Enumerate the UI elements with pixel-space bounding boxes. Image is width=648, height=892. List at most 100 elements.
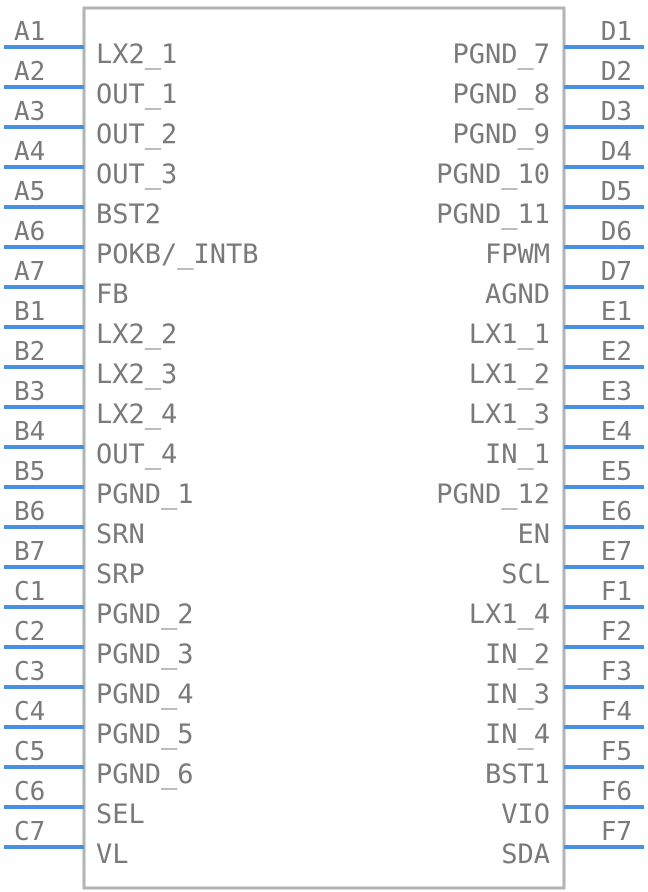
pin-number-label: E2: [601, 337, 632, 367]
pin-name-lx2-3: LX2_3: [96, 359, 177, 390]
pin-number-label: C7: [14, 817, 45, 847]
pin-name-lx1-2: LX1_2: [469, 359, 550, 390]
pin-name-bst1: BST1: [485, 759, 550, 790]
pin-number-label: A1: [14, 17, 45, 47]
pin-number-label: F3: [601, 657, 632, 687]
pin-number-label: D2: [601, 57, 632, 87]
pin-number-label: B4: [14, 417, 45, 447]
pin-number-label: A3: [14, 97, 45, 127]
pin-name-pgnd-7: PGND_7: [452, 39, 550, 70]
pin-name-srp: SRP: [96, 559, 145, 590]
pin-number-label: C3: [14, 657, 45, 687]
pin-number-label: D6: [601, 217, 632, 247]
pin-number-label: F4: [601, 697, 632, 727]
pin-number-label: C6: [14, 777, 45, 807]
pin-number-label: C2: [14, 617, 45, 647]
right-pin-group: D1PGND_7D2PGND_8D3PGND_9D4PGND_10D5PGND_…: [436, 17, 644, 870]
pin-name-in-1: IN_1: [485, 439, 550, 470]
pin-name-lx1-3: LX1_3: [469, 399, 550, 430]
pin-name-lx1-4: LX1_4: [469, 599, 550, 630]
pin-number-label: D1: [601, 17, 632, 47]
pin-number-label: B1: [14, 297, 45, 327]
pin-number-label: D3: [601, 97, 632, 127]
pin-name-sel: SEL: [96, 799, 145, 830]
pin-number-label: F5: [601, 737, 632, 767]
pin-name-vio: VIO: [501, 799, 550, 830]
pin-number-label: F6: [601, 777, 632, 807]
pin-name-pgnd-1: PGND_1: [96, 479, 194, 510]
component-body: [82, 6, 566, 890]
pin-name-out-2: OUT_2: [96, 119, 177, 150]
pin-number-label: B7: [14, 537, 45, 567]
pin-name-pgnd-2: PGND_2: [96, 599, 194, 630]
pin-number-label: A6: [14, 217, 45, 247]
pin-number-label: D4: [601, 137, 632, 167]
pin-name-sda: SDA: [501, 839, 550, 870]
pin-name-out-3: OUT_3: [96, 159, 177, 190]
pin-number-label: C4: [14, 697, 45, 727]
pin-name-srn: SRN: [96, 519, 145, 550]
pin-name-scl: SCL: [501, 559, 550, 590]
pin-number-label: B6: [14, 497, 45, 527]
pin-name-in-2: IN_2: [485, 639, 550, 670]
pin-number-label: C1: [14, 577, 45, 607]
pin-name-bst2: BST2: [96, 199, 161, 230]
pin-name-vl: VL: [96, 839, 129, 870]
pin-name-in-4: IN_4: [485, 719, 550, 750]
pin-number-label: E1: [601, 297, 632, 327]
pin-name-en: EN: [517, 519, 550, 550]
pin-name-pgnd-3: PGND_3: [96, 639, 194, 670]
pin-number-label: F7: [601, 817, 632, 847]
pin-number-label: E4: [601, 417, 632, 447]
pin-name-fpwm: FPWM: [485, 239, 550, 270]
pin-name-lx1-1: LX1_1: [469, 319, 550, 350]
pin-number-label: F2: [601, 617, 632, 647]
pin-name-lx2-4: LX2_4: [96, 399, 177, 430]
pin-number-label: A7: [14, 257, 45, 287]
pin-name-in-3: IN_3: [485, 679, 550, 710]
pin-name-lx2-2: LX2_2: [96, 319, 177, 350]
pin-number-label: A2: [14, 57, 45, 87]
pin-number-label: E6: [601, 497, 632, 527]
pin-number-label: E3: [601, 377, 632, 407]
pin-name-pgnd-12: PGND_12: [436, 479, 550, 510]
pin-name-pgnd-11: PGND_11: [436, 199, 550, 230]
pin-name-fb: FB: [96, 279, 129, 310]
pin-name-out-1: OUT_1: [96, 79, 177, 110]
pin-name-pgnd-8: PGND_8: [452, 79, 550, 110]
pin-name-pokb-intb: POKB/_INTB: [96, 239, 259, 270]
pin-name-lx2-1: LX2_1: [96, 39, 177, 70]
